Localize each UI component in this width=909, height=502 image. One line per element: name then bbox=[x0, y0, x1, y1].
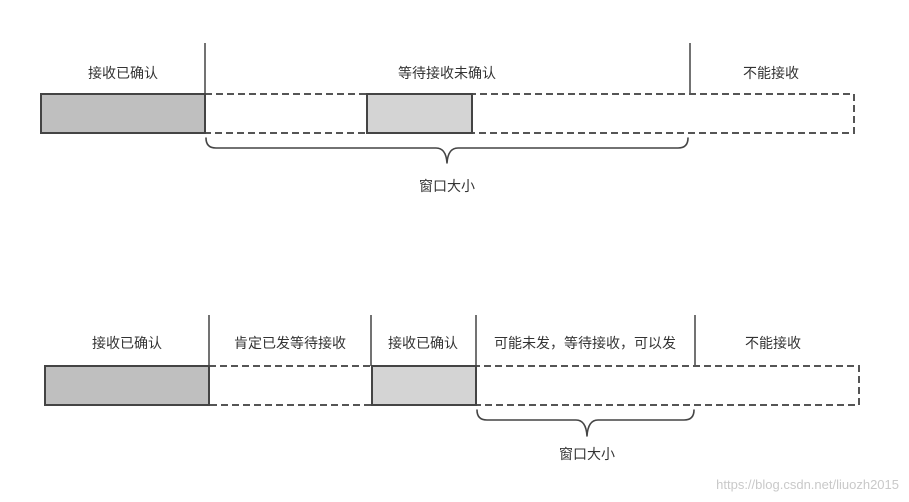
bottom-label-sent-waiting: 肯定已发等待接收 bbox=[234, 335, 346, 352]
bottom-label-received-acked: 接收已确认 bbox=[92, 335, 162, 352]
top-dashed-bar bbox=[204, 93, 855, 134]
bottom-window-brace bbox=[476, 409, 695, 437]
top-diagram: 接收已确认 等待接收未确认 不能接收 窗口大小 bbox=[40, 43, 855, 195]
bottom-acked-block bbox=[44, 365, 210, 406]
bottom-dashed-bar bbox=[208, 365, 860, 406]
top-label-waiting-unacked: 等待接收未确认 bbox=[398, 65, 496, 82]
bottom-label-received-acked-2: 接收已确认 bbox=[388, 335, 458, 352]
bottom-window-label: 窗口大小 bbox=[559, 446, 615, 463]
bottom-diagram: 接收已确认 肯定已发等待接收 接收已确认 可能未发，等待接收，可以发 不能接收 … bbox=[44, 315, 860, 463]
bottom-label-cannot-receive: 不能接收 bbox=[745, 335, 801, 352]
watermark: https://blog.csdn.net/liuozh2015 bbox=[716, 477, 899, 492]
top-label-received-acked: 接收已确认 bbox=[88, 65, 158, 82]
top-window-label: 窗口大小 bbox=[419, 178, 475, 195]
top-window-brace bbox=[205, 137, 689, 164]
bottom-label-maybe-unsent: 可能未发，等待接收，可以发 bbox=[494, 335, 676, 352]
top-received-block bbox=[366, 93, 473, 134]
bottom-received-block bbox=[371, 365, 477, 406]
top-label-cannot-receive: 不能接收 bbox=[743, 65, 799, 82]
top-acked-block bbox=[40, 93, 206, 134]
